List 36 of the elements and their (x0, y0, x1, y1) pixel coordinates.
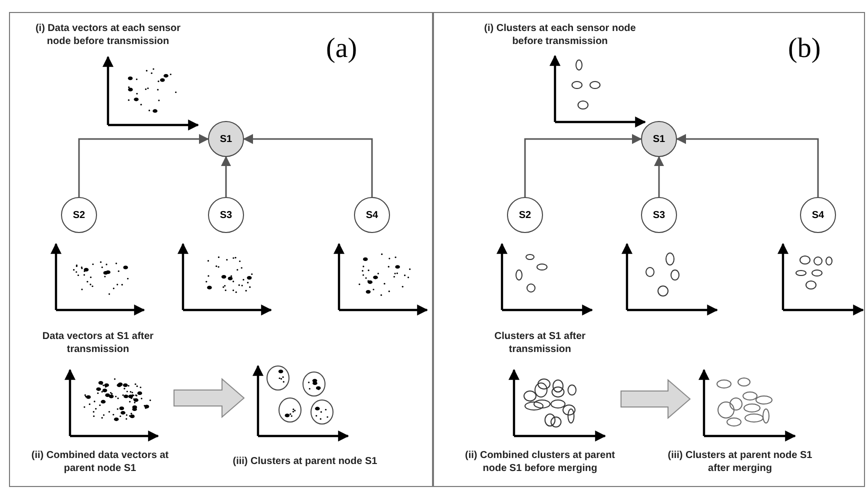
sensor-node-circle (507, 197, 543, 233)
arrow (654, 156, 664, 197)
caption-text: Clusters at S1 after transmission (493, 330, 587, 356)
caption-text: (i) Clusters at each sensor node before transmission (483, 22, 637, 48)
node-label: S1 (652, 134, 666, 144)
sensor-node-circle (208, 121, 244, 157)
node-label: S4 (812, 210, 824, 220)
sensor-node-circle (641, 121, 677, 157)
arrow (221, 156, 231, 197)
node-label: S2 (72, 210, 86, 220)
panel-label: (b) (788, 35, 821, 63)
node-label: S1 (220, 134, 232, 144)
caption-text: (ii) Combined data vectors at parent node S1 (30, 449, 170, 475)
node-label: S4 (366, 210, 378, 220)
block-arrow (620, 378, 691, 420)
sensor-node-circle (800, 197, 836, 233)
caption-text: (i) Data vectors at each sensor node before transmission (34, 22, 182, 48)
sensor-node-circle (208, 197, 244, 233)
caption-text: (iii) Clusters at parent node S1 (232, 455, 378, 468)
arrow (78, 134, 209, 197)
arrow (243, 134, 373, 197)
panel-frame (9, 12, 433, 487)
panel-frame (433, 12, 865, 487)
sensor-node-circle (354, 197, 390, 233)
node-label: S3 (652, 210, 666, 220)
caption-text: (iii) Clusters at parent node S1 after merging (666, 449, 814, 475)
caption-text: Data vectors at S1 after transmission (41, 330, 155, 356)
arrow (524, 134, 642, 197)
panel-label: (a) (326, 35, 358, 63)
node-label: S2 (518, 210, 532, 220)
sensor-node-circle (61, 197, 97, 233)
node-label: S3 (220, 210, 232, 220)
arrow (676, 134, 819, 197)
block-arrow (174, 378, 245, 418)
caption-text: (ii) Combined clusters at parent node S1 before merging (464, 449, 616, 475)
sensor-node-circle (641, 197, 677, 233)
